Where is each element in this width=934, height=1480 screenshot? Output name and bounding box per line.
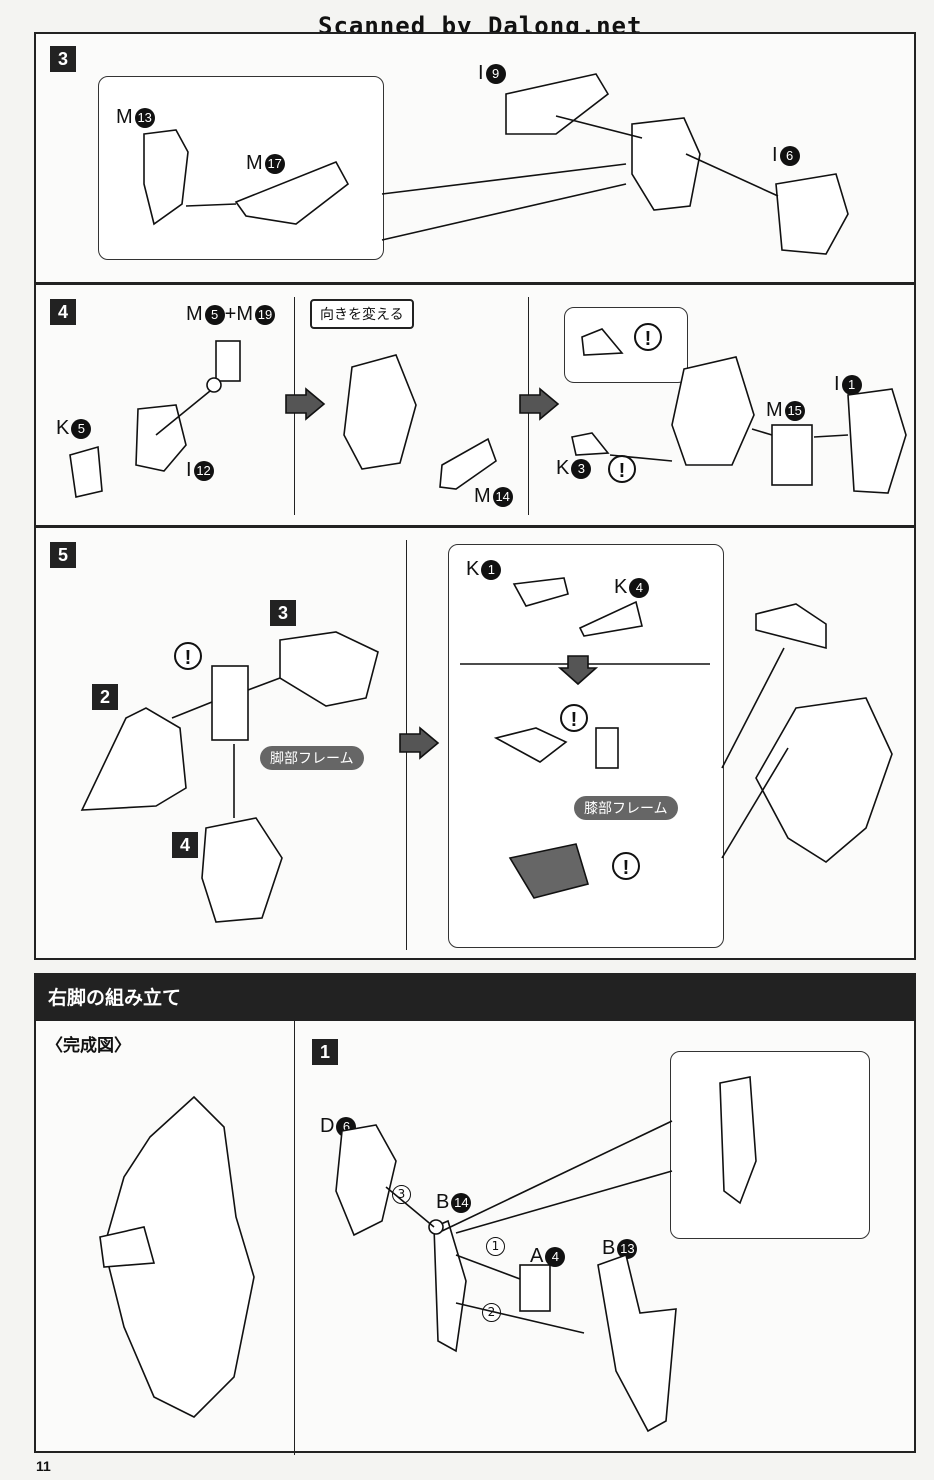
part-i9 bbox=[505, 73, 610, 135]
order-marker-3: 3 bbox=[392, 1185, 411, 1204]
part-3 bbox=[279, 631, 379, 707]
part-i6 bbox=[775, 173, 849, 255]
knee-detail-drawing bbox=[508, 843, 590, 899]
part-k4 bbox=[578, 600, 643, 637]
right-leg-divider bbox=[294, 1021, 295, 1455]
part-b14 bbox=[433, 1219, 467, 1353]
part-center-assembly bbox=[631, 117, 701, 211]
part-right-leg bbox=[755, 697, 893, 863]
next-arrow bbox=[399, 726, 440, 760]
part-m14 bbox=[439, 437, 497, 490]
part-a4 bbox=[519, 1264, 551, 1312]
knee-frame-tag: 膝部フレーム bbox=[574, 796, 678, 820]
substep-number-3: 3 bbox=[270, 600, 296, 626]
step4-parts-drawing bbox=[69, 328, 907, 498]
down-arrow bbox=[557, 655, 599, 686]
step1-parts-drawing bbox=[335, 1076, 757, 1433]
part-leg-assembly-2 bbox=[671, 356, 755, 466]
step-number: 5 bbox=[50, 542, 76, 568]
step-number: 3 bbox=[50, 46, 76, 72]
part-m15 bbox=[771, 424, 813, 486]
part-m5 bbox=[215, 340, 241, 382]
rotate-callout: 向きを変える bbox=[310, 299, 414, 329]
substep-number-4: 4 bbox=[172, 832, 198, 858]
part-k4-mounted bbox=[493, 727, 568, 763]
warning-icon: ! bbox=[612, 852, 640, 880]
joint-detail-inset bbox=[670, 1051, 870, 1239]
right-leg-panel: 〈完成図〉 1 D6 B14 A4 B13 3 1 2 bbox=[34, 1019, 916, 1455]
part-k3 bbox=[571, 432, 610, 456]
next-arrow bbox=[285, 387, 326, 421]
substep-number-2: 2 bbox=[92, 684, 118, 710]
complete-figure-label: 〈完成図〉 bbox=[46, 1036, 131, 1055]
joint-detail-drawing bbox=[719, 1076, 757, 1205]
part-d6 bbox=[335, 1124, 397, 1237]
part-k1 bbox=[512, 577, 569, 607]
part-m13 bbox=[143, 129, 189, 226]
part-leg-frame bbox=[211, 665, 249, 741]
part-m17 bbox=[234, 160, 350, 225]
completed-leg-drawing bbox=[99, 1095, 255, 1418]
part-i1 bbox=[847, 388, 907, 494]
part-knee-assembly bbox=[755, 603, 827, 650]
order-marker-1: 1 bbox=[486, 1237, 505, 1256]
section-title: 右脚の組み立て bbox=[48, 988, 182, 1009]
warning-icon: ! bbox=[560, 704, 588, 732]
step-number: 1 bbox=[312, 1039, 338, 1065]
step-number: 4 bbox=[50, 299, 76, 325]
leg-frame-tag: 脚部フレーム bbox=[260, 746, 364, 770]
section-header: 右脚の組み立て bbox=[34, 973, 916, 1019]
part-b13 bbox=[597, 1253, 677, 1433]
part-2 bbox=[80, 707, 187, 811]
page-number: 11 bbox=[36, 1458, 51, 1474]
part-knee-frame bbox=[595, 727, 619, 769]
next-arrow bbox=[519, 387, 560, 421]
part-leg-assembly bbox=[343, 354, 417, 470]
step3-parts-drawing bbox=[143, 73, 849, 255]
warning-icon: ! bbox=[608, 455, 636, 483]
part-k5 bbox=[69, 445, 103, 498]
part-i12 bbox=[135, 404, 187, 472]
part-4 bbox=[201, 817, 283, 923]
step5-parts-drawing bbox=[80, 577, 893, 923]
warning-icon: ! bbox=[634, 323, 662, 351]
warning-icon: ! bbox=[174, 642, 202, 670]
part-warning-shape bbox=[581, 328, 624, 356]
